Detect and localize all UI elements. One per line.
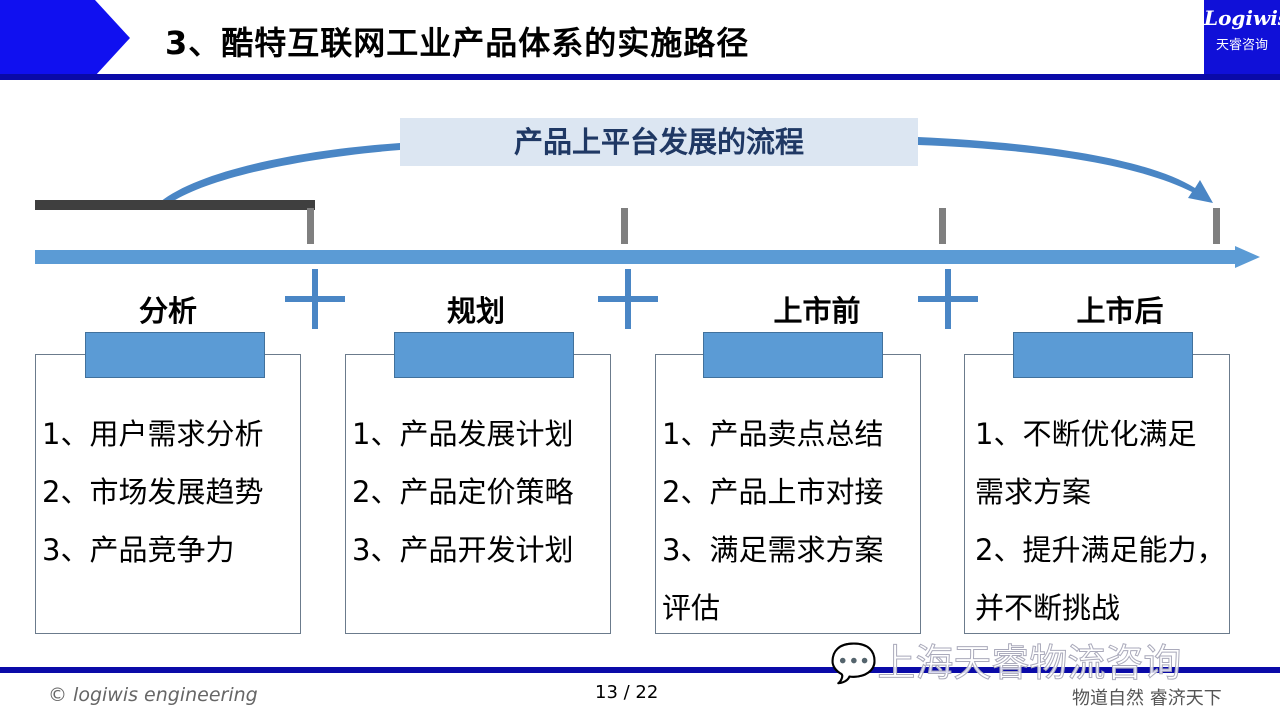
list-item: 并不断挑战 <box>975 591 1121 625</box>
list-item: 1、产品发展计划 <box>352 417 574 451</box>
header-divider <box>0 74 1280 80</box>
stage-header-bar <box>703 332 883 378</box>
stage-box-postlaunch: 1、不断优化满足 需求方案 2、提升满足能力， 并不断挑战 <box>964 354 1230 634</box>
logo-text: Logiwis <box>1204 6 1280 30</box>
stage-header-bar <box>85 332 265 378</box>
timeline-tick <box>1213 208 1220 244</box>
page-number: 13 / 22 <box>595 682 659 703</box>
stage-label: 规划 <box>446 294 505 328</box>
timeline-arrow <box>35 246 1260 268</box>
motto: 物道自然 睿济天下 <box>1072 688 1222 709</box>
plus-icon <box>918 269 978 329</box>
logo-subtext: 天睿咨询 <box>1215 38 1268 53</box>
list-item: 评估 <box>662 591 721 625</box>
stage-header-bar <box>394 332 574 378</box>
curved-arrow <box>160 137 1213 203</box>
logo: Logiwis 天睿咨询 <box>1204 0 1280 76</box>
page-title: 3、酷特互联网工业产品体系的实施路径 <box>165 24 750 62</box>
footer-divider <box>0 667 1280 673</box>
stage-box-planning: 1、产品发展计划 2、产品定价策略 3、产品开发计划 <box>345 354 611 634</box>
stage-label: 上市后 <box>1076 294 1164 328</box>
list-item: 3、产品开发计划 <box>352 533 574 567</box>
list-item: 2、提升满足能力， <box>975 533 1226 567</box>
watermark: 💬上海天睿物流咨询 <box>829 632 1182 687</box>
list-item: 2、产品定价策略 <box>352 475 574 509</box>
list-item: 1、产品卖点总结 <box>662 417 884 451</box>
list-item: 2、市场发展趋势 <box>42 475 264 509</box>
list-item: 2、产品上市对接 <box>662 475 884 509</box>
stage-label: 分析 <box>138 294 197 328</box>
watermark-text: 上海天睿物流咨询 <box>877 641 1182 686</box>
timeline-tick <box>621 208 628 244</box>
timeline-start-bar <box>35 200 315 210</box>
process-banner: 产品上平台发展的流程 <box>400 118 918 166</box>
timeline-tick <box>307 208 314 244</box>
stage-header-bar <box>1013 332 1193 378</box>
wechat-icon: 💬 <box>829 641 878 686</box>
stage-label: 上市前 <box>773 294 861 328</box>
stage-box-prelaunch: 1、产品卖点总结 2、产品上市对接 3、满足需求方案 评估 <box>655 354 921 634</box>
list-item: 3、产品竞争力 <box>42 533 235 567</box>
stage-box-analysis: 1、用户需求分析 2、市场发展趋势 3、产品竞争力 <box>35 354 301 634</box>
timeline-tick <box>939 208 946 244</box>
plus-icon <box>285 269 345 329</box>
plus-icon <box>598 269 658 329</box>
list-item: 需求方案 <box>975 475 1092 509</box>
copyright: © logiwis engineering <box>48 684 258 706</box>
list-item: 1、不断优化满足 <box>975 417 1197 451</box>
list-item: 3、满足需求方案 <box>662 533 884 567</box>
list-item: 1、用户需求分析 <box>42 417 264 451</box>
